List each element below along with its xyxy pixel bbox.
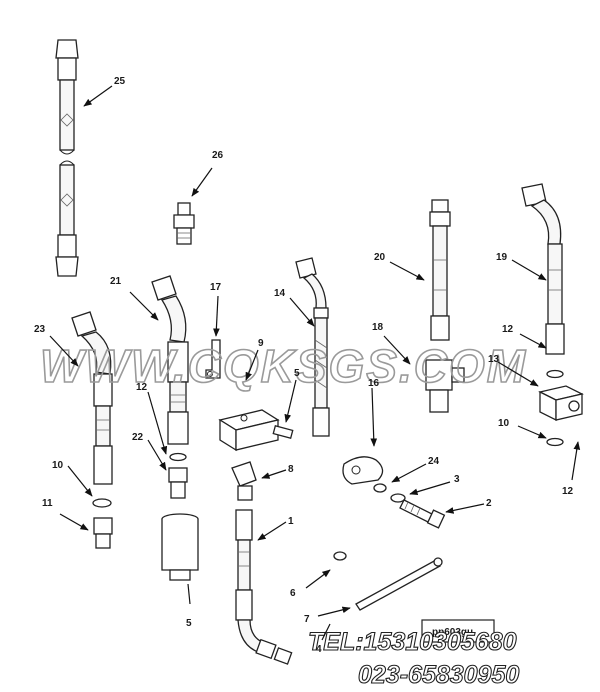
watermark: WWW.CQKSGS.COM — [40, 340, 527, 392]
fitting-26 — [173, 202, 195, 245]
callout-11: 11 — [42, 498, 53, 509]
hose-14 — [295, 257, 330, 437]
contact-tel: TEL:15310305680 — [308, 628, 517, 656]
washer-10-right — [546, 437, 564, 447]
bracket-17 — [205, 339, 221, 379]
callout-22: 22 — [132, 432, 144, 443]
callout-21: 21 — [110, 276, 122, 287]
figure-label: pp603gu — [432, 627, 473, 638]
elbow-8 — [231, 461, 257, 501]
callout-7: 7 — [304, 614, 310, 625]
callout-17: 17 — [210, 282, 222, 293]
fitting-11 — [93, 517, 113, 549]
figure-label-box — [421, 619, 495, 643]
block-13 — [538, 385, 584, 422]
callout-12-lower: 12 — [562, 486, 574, 497]
callout-12-right: 12 — [502, 324, 514, 335]
clamp-16 — [342, 456, 384, 485]
callout-24: 24 — [428, 456, 440, 467]
contact-phone: 023-65830950 — [358, 661, 519, 689]
hose-25 — [55, 39, 79, 277]
rod-7 — [355, 557, 443, 611]
washer-10-left — [92, 498, 112, 508]
callout-5-top: 5 — [294, 368, 300, 379]
hose-21 — [151, 275, 189, 445]
callout-18: 18 — [372, 322, 384, 333]
callout-10-left: 10 — [52, 460, 64, 471]
washer-12-left — [169, 452, 187, 462]
callout-2: 2 — [486, 498, 492, 509]
callout-5-bottom: 5 — [186, 618, 192, 629]
callout-8: 8 — [288, 464, 294, 475]
callout-23: 23 — [34, 324, 46, 335]
washer-3 — [390, 493, 406, 503]
callout-25: 25 — [114, 76, 126, 87]
washer-12-right — [546, 369, 564, 379]
callout-1: 1 — [288, 516, 294, 527]
callout-4: 4 — [316, 644, 322, 655]
block-9 — [218, 409, 280, 452]
callout-20: 20 — [374, 252, 386, 263]
callout-16: 16 — [368, 378, 380, 389]
callout-numbers: 25 26 21 17 14 20 19 23 9 5 18 12 13 12 … — [34, 76, 574, 655]
washer-24 — [373, 483, 387, 493]
callout-6: 6 — [290, 588, 296, 599]
bolt-2 — [399, 499, 446, 529]
callout-9: 9 — [258, 338, 264, 349]
filter-5 — [161, 513, 199, 581]
hose-20 — [429, 199, 451, 341]
callout-14: 14 — [274, 288, 286, 299]
callout-12-left: 12 — [136, 382, 148, 393]
tee-18 — [425, 359, 465, 413]
callout-19: 19 — [496, 252, 508, 263]
callout-leaders — [49, 85, 581, 641]
hose-23 — [71, 311, 113, 485]
hose-1 — [235, 509, 293, 665]
callout-3: 3 — [454, 474, 460, 485]
screw-5 — [272, 425, 294, 439]
ring-6 — [333, 551, 347, 561]
hose-19 — [521, 183, 565, 355]
fitting-22 — [168, 467, 188, 499]
callout-10-right: 10 — [498, 418, 510, 429]
callout-13: 13 — [488, 354, 500, 365]
callout-26: 26 — [212, 150, 224, 161]
